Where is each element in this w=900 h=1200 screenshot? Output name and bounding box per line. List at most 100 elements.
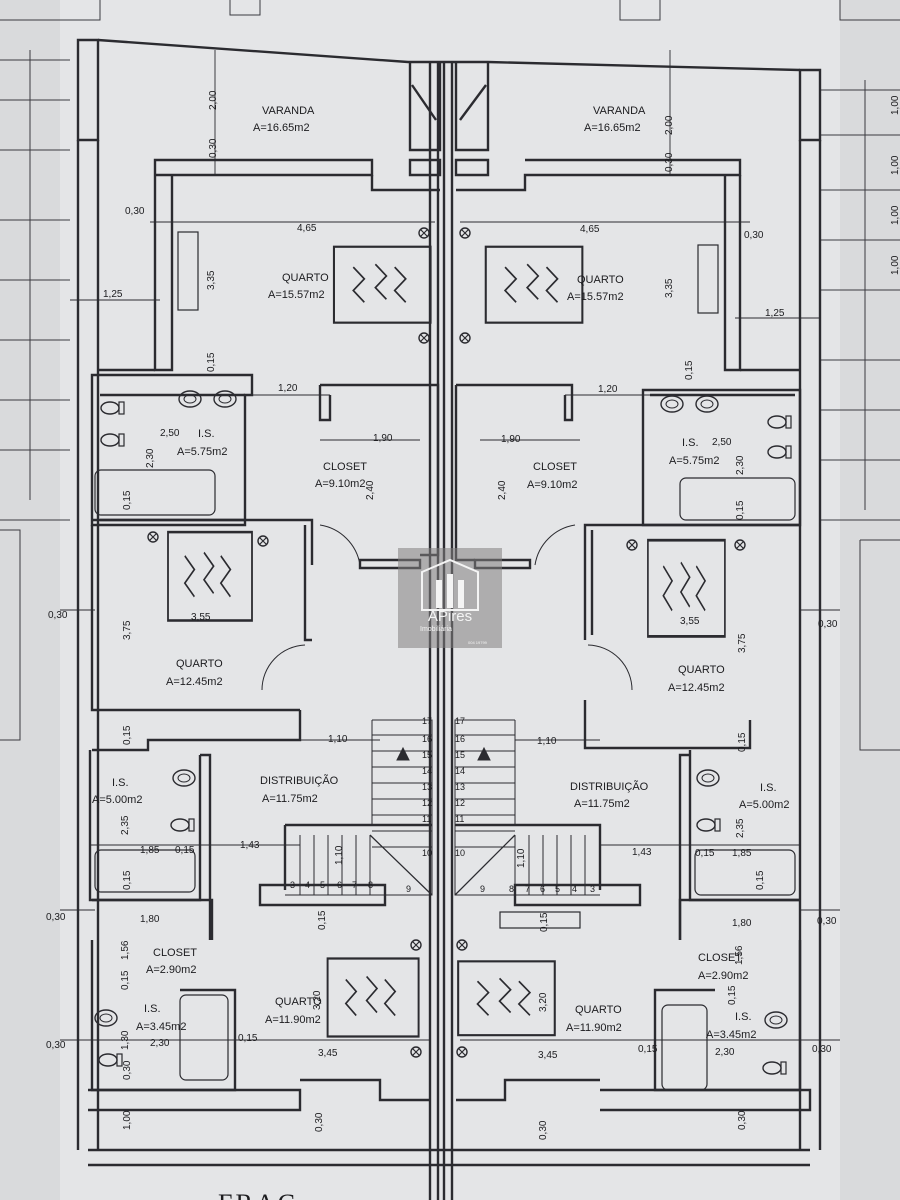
- room-area-is1-right: A=5.75m2: [669, 455, 719, 467]
- room-name-is3-right: I.S.: [735, 1011, 752, 1023]
- dimension-label: 0,30: [46, 912, 66, 923]
- dimension-label: 1,56: [120, 940, 131, 960]
- step-number: 12: [422, 798, 432, 808]
- step-number: 6: [337, 880, 342, 890]
- dimension-label: 2,00: [208, 90, 219, 110]
- dimension-label: 1,25: [765, 308, 785, 319]
- step-number: 3: [290, 880, 295, 890]
- dimension-label: 0,30: [812, 1044, 832, 1055]
- dimension-label: 2,35: [735, 818, 746, 838]
- dimension-label: 3,20: [538, 992, 549, 1012]
- step-number: 12: [455, 798, 465, 808]
- step-number: 17: [422, 716, 432, 726]
- dimension-label: 3,35: [664, 278, 675, 298]
- dimension-label: 1,10: [537, 736, 557, 747]
- building-logo-icon: [421, 558, 479, 611]
- room-area-quarto1-right: A=15.57m2: [567, 291, 624, 303]
- stair-left: [285, 719, 433, 896]
- dimension-label: 0,30: [818, 619, 838, 630]
- dimension-label: 0,30: [817, 916, 837, 927]
- step-number: 11: [455, 814, 464, 824]
- dimension-label: 3,75: [122, 620, 133, 640]
- room-area-is3-left: A=3.45m2: [136, 1021, 186, 1033]
- room-name-quarto2-right: QUARTO: [678, 664, 725, 676]
- dimension-label: 0,15: [120, 970, 131, 990]
- dimension-label: 0,15: [727, 985, 738, 1005]
- dimension-label: 1,10: [516, 848, 527, 868]
- dimension-label: 1,43: [632, 847, 652, 858]
- room-name-closet1-right: CLOSET: [533, 461, 577, 473]
- room-name-varanda-left: VARANDA: [262, 105, 315, 117]
- room-name-distrib-right: DISTRIBUIÇÃO: [570, 780, 649, 793]
- room-area-quarto1-left: A=15.57m2: [268, 289, 325, 301]
- dimension-label: 0,15: [735, 500, 746, 520]
- dimension-label: 2,30: [145, 448, 156, 468]
- bathtub-icon: [94, 469, 216, 516]
- brand-subtitle: Imobiliária: [420, 626, 452, 633]
- dimension-label: 1,80: [732, 918, 752, 929]
- dimension-label: 1,20: [598, 384, 618, 395]
- dimension-label: 1,90: [373, 433, 393, 444]
- step-number: 16: [455, 734, 465, 744]
- step-number: 3: [590, 884, 595, 894]
- step-number: 8: [509, 884, 514, 894]
- dimension-label: 1,10: [334, 845, 345, 865]
- room-area-is2-left: A=5.00m2: [92, 794, 142, 806]
- stair-right: [454, 719, 600, 896]
- room-area-closet1-right: A=9.10m2: [527, 479, 577, 491]
- room-name-is2-right: I.S.: [760, 782, 777, 794]
- dimension-label: 1,00: [122, 1110, 133, 1130]
- room-area-quarto3-left: A=11.90m2: [265, 1014, 321, 1026]
- room-name-is2-left: I.S.: [112, 777, 129, 789]
- dimension-label: 0,15: [755, 870, 766, 890]
- dimension-label: 2,50: [160, 428, 180, 439]
- room-area-quarto2-left: A=12.45m2: [166, 676, 223, 688]
- dimension-label: 1,20: [278, 383, 298, 394]
- dimension-label: 1,25: [103, 289, 123, 300]
- dimension-label: 0,15: [238, 1033, 258, 1044]
- dimension-label: 1,85: [732, 848, 752, 859]
- dimension-label: 4,65: [297, 223, 317, 234]
- dimension-label: 0,30: [737, 1110, 748, 1130]
- dimension-label: 3,45: [538, 1050, 558, 1061]
- step-number: 14: [455, 766, 465, 776]
- dimension-label: 0,30: [125, 206, 145, 217]
- dimension-label: 3,45: [318, 1048, 338, 1059]
- neighbour-dimension: 1,00: [890, 205, 900, 225]
- dimension-label: 3,55: [191, 612, 211, 623]
- dimension-lines: [60, 50, 840, 1041]
- dimension-label: 1,90: [501, 434, 521, 445]
- neighbour-grid-right: [619, 0, 900, 751]
- wardrobe-icon: [177, 231, 199, 311]
- room-name-quarto1-left: QUARTO: [282, 272, 329, 284]
- watermark-logo: APires Imobiliária 004 19799: [398, 548, 502, 648]
- step-number: 11: [422, 814, 431, 824]
- dimension-label: 2,30: [150, 1038, 170, 1049]
- room-name-closet2-left: CLOSET: [153, 947, 197, 959]
- dimension-label: 3,35: [206, 270, 217, 290]
- dimension-label: 1,10: [328, 734, 348, 745]
- dimension-label: 0,30: [744, 230, 764, 241]
- step-number: 8: [368, 880, 373, 890]
- dimension-label: 0,15: [695, 848, 715, 859]
- dimension-label: 0,15: [206, 352, 217, 372]
- step-number: 9: [480, 884, 485, 894]
- room-name-quarto3-left: QUARTO: [275, 996, 322, 1008]
- dimension-label: 0,15: [122, 490, 133, 510]
- door-swings: [261, 524, 633, 691]
- step-number: 10: [455, 848, 465, 858]
- room-area-closet2-right: A=2.90m2: [698, 970, 748, 982]
- room-name-closet2-right: CLOSET: [698, 952, 742, 964]
- dimension-label: 0,30: [538, 1120, 549, 1140]
- room-name-quarto2-left: QUARTO: [176, 658, 223, 670]
- room-area-quarto3-right: A=11.90m2: [566, 1022, 622, 1034]
- dimension-label: 0,30: [314, 1112, 325, 1132]
- step-number: 4: [572, 884, 577, 894]
- step-number: 7: [525, 884, 530, 894]
- room-area-distrib-left: A=11.75m2: [262, 793, 318, 805]
- neighbour-dimension: 1,00: [890, 255, 900, 275]
- room-name-distrib-left: DISTRIBUIÇÃO: [260, 774, 339, 787]
- room-name-quarto1-right: QUARTO: [577, 274, 624, 286]
- dimension-label: 2,40: [497, 480, 508, 500]
- room-area-is1-left: A=5.75m2: [177, 446, 227, 458]
